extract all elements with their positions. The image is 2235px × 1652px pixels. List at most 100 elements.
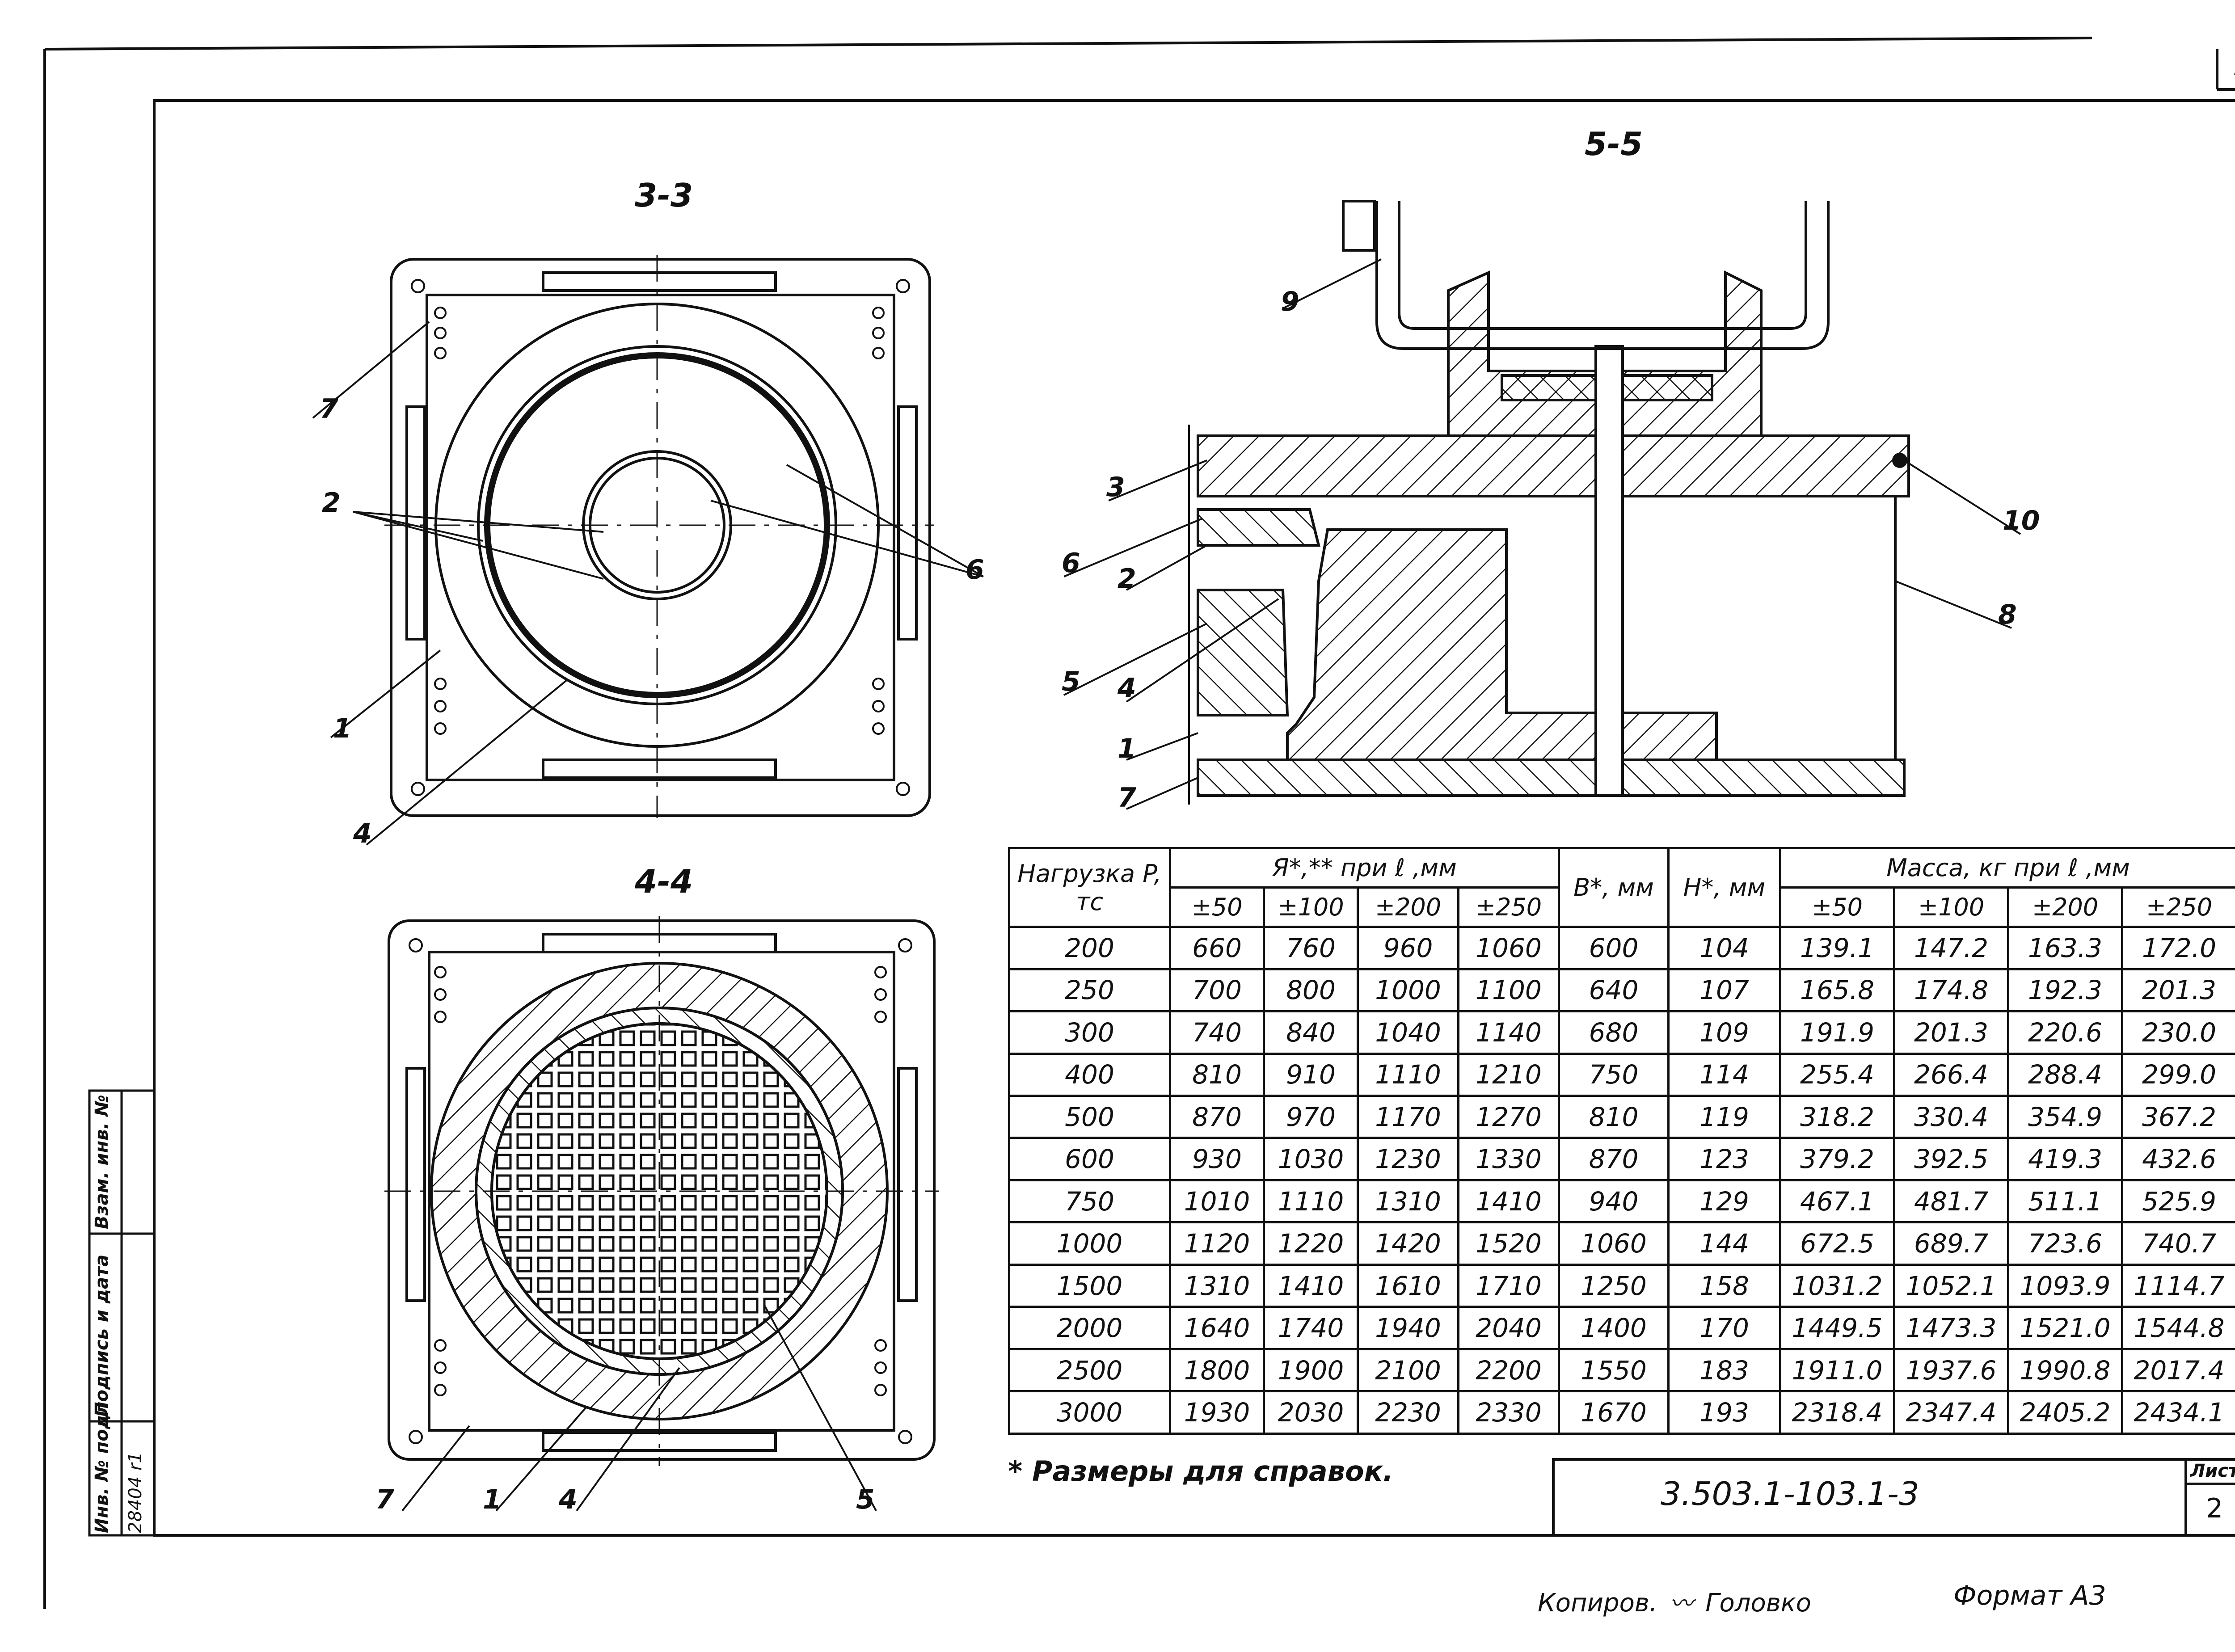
table-cell: 300	[1008, 1010, 1171, 1055]
table-cell: 107	[1667, 968, 1781, 1013]
table-cell: 379.2	[1779, 1137, 1895, 1181]
callout-4-4-5: 5	[856, 1484, 875, 1515]
table-cell: 930	[1169, 1137, 1265, 1181]
table-cell: 201.3	[1893, 1010, 2009, 1055]
table-cell: 1030	[1263, 1137, 1359, 1181]
table-cell: 2100	[1357, 1348, 1459, 1393]
table-cell: 2230	[1357, 1390, 1459, 1435]
table-cell: 467.1	[1779, 1179, 1895, 1224]
table-cell: 600	[1558, 926, 1670, 970]
table-cell: 266.4	[1893, 1052, 2009, 1097]
table-cell: 1052.1	[1893, 1263, 2009, 1308]
table-cell: 220.6	[2007, 1010, 2123, 1055]
side-stamp-vzam: Взам. инв. №	[92, 1095, 112, 1229]
table-cell: 200	[1008, 926, 1171, 970]
table-cell: 250	[1008, 968, 1171, 1013]
table-cell: 129	[1667, 1179, 1781, 1224]
sheet-value: 2	[2206, 1493, 2223, 1524]
table-cell: 230.0	[2121, 1010, 2235, 1055]
section-3-3-caption: 3-3	[635, 177, 693, 214]
table-cell: 1040	[1357, 1010, 1459, 1055]
header-H: Н*, мм	[1667, 847, 1781, 928]
table-cell: 1940	[1357, 1306, 1459, 1350]
table-cell: 170	[1667, 1306, 1781, 1350]
table-cell: 114	[1667, 1052, 1781, 1097]
table-cell: 700	[1169, 968, 1265, 1013]
table-cell: 740.7	[2121, 1221, 2235, 1266]
table-cell: 500	[1008, 1094, 1171, 1139]
section-4-4-view	[384, 916, 939, 1512]
callout-5-5-9: 9	[1281, 286, 1299, 317]
table-cell: 870	[1169, 1094, 1265, 1139]
table-cell: 2405.2	[2007, 1390, 2123, 1435]
table-cell: 367.2	[2121, 1094, 2235, 1139]
table-cell: 1930	[1169, 1390, 1265, 1435]
callout-4-4-1: 1	[483, 1484, 502, 1515]
table-cell: 2330	[1457, 1390, 1560, 1435]
table-cell: 481.7	[1893, 1179, 2009, 1224]
table-cell: 2017.4	[2121, 1348, 2235, 1393]
table-cell: 1093.9	[2007, 1263, 2123, 1308]
table-cell: 1114.7	[2121, 1263, 2235, 1308]
table-cell: 2500	[1008, 1348, 1171, 1393]
callout-5-5-10: 10	[2003, 505, 2040, 536]
table-cell: 400	[1008, 1052, 1171, 1097]
table-cell: 672.5	[1779, 1221, 1895, 1266]
section-4-4-caption: 4-4	[635, 863, 693, 900]
footer-copier: Головко	[1705, 1589, 1811, 1618]
table-cell: 511.1	[2007, 1179, 2123, 1224]
table-cell: 1449.5	[1779, 1306, 1895, 1350]
table-cell: 800	[1263, 968, 1359, 1013]
table-cell: 1000	[1008, 1221, 1171, 1266]
table-cell: 174.8	[1893, 968, 2009, 1013]
table-cell: 1911.0	[1779, 1348, 1895, 1393]
callout-3-3-2: 2	[322, 487, 341, 518]
sub-A-1: ±50	[1169, 886, 1265, 928]
table-cell: 1520	[1457, 1221, 1560, 1266]
callout-3-3-1: 1	[333, 713, 352, 744]
table-cell: 810	[1558, 1094, 1670, 1139]
table-cell: 660	[1169, 926, 1265, 970]
header-mass: Масса, кг при ℓ ,мм	[1779, 847, 2235, 889]
table-cell: 1210	[1457, 1052, 1560, 1097]
table-cell: 1610	[1357, 1263, 1459, 1308]
table-cell: 1031.2	[1779, 1263, 1895, 1308]
outer-frame	[43, 37, 2235, 1609]
table-cell: 1544.8	[2121, 1306, 2235, 1350]
callout-3-3-7: 7	[320, 393, 338, 425]
sub-mass-4: ±250	[2121, 886, 2235, 928]
table-cell: 760	[1263, 926, 1359, 970]
table-cell: 723.6	[2007, 1221, 2123, 1266]
table-cell: 600	[1008, 1137, 1171, 1181]
table-cell: 1400	[1558, 1306, 1670, 1350]
table-cell: 1500	[1008, 1263, 1171, 1308]
table-cell: 123	[1667, 1137, 1781, 1181]
callout-4-4-7: 7	[375, 1484, 394, 1515]
signature-mark: 〰	[1670, 1590, 1693, 1617]
table-cell: 1670	[1558, 1390, 1670, 1435]
table-cell: 680	[1558, 1010, 1670, 1055]
table-cell: 1900	[1263, 1348, 1359, 1393]
table-cell: 640	[1558, 968, 1670, 1013]
table-cell: 1420	[1357, 1221, 1459, 1266]
table-cell: 255.4	[1779, 1052, 1895, 1097]
table-cell: 392.5	[1893, 1137, 2009, 1181]
table-cell: 2347.4	[1893, 1390, 2009, 1435]
side-stamp-frame	[88, 1089, 156, 1537]
table-cell: 2040	[1457, 1306, 1560, 1350]
table-cell: 1310	[1357, 1179, 1459, 1224]
table-cell: 144	[1667, 1221, 1781, 1266]
sub-A-4: ±250	[1457, 886, 1560, 928]
table-cell: 1230	[1357, 1137, 1459, 1181]
table-cell: 750	[1558, 1052, 1670, 1097]
table-cell: 1521.0	[2007, 1306, 2123, 1350]
sub-A-3: ±200	[1357, 886, 1459, 928]
callout-3-3-6: 6	[966, 554, 984, 586]
table-cell: 870	[1558, 1137, 1670, 1181]
table-cell: 354.9	[2007, 1094, 2123, 1139]
footer-copied: Копиров. 〰 Головко	[1538, 1585, 1811, 1618]
